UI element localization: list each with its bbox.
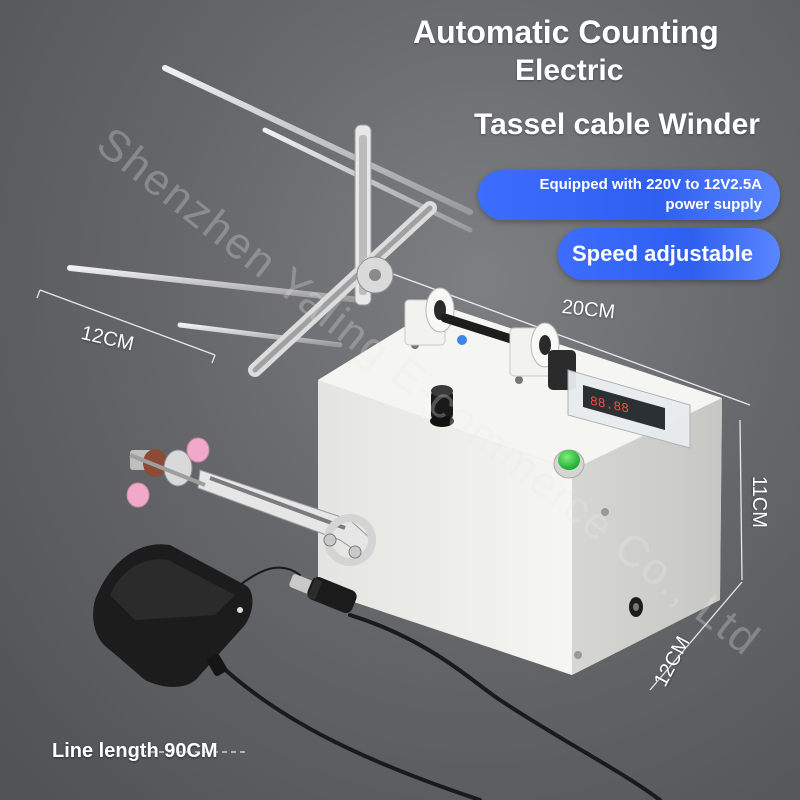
counter-display: 88.88 (567, 369, 691, 449)
power-supply-text-2: power supply (665, 196, 762, 213)
power-supply-badge: Equipped with 220V to 12V2.5A power supp… (478, 170, 780, 220)
title-line-1: Automatic Counting (413, 14, 719, 50)
title-line-3: Tassel cable Winder (474, 108, 760, 141)
line-length-label: Line length 90CM (52, 740, 218, 762)
title-line-2: Electric (515, 54, 624, 87)
tension-arm (126, 437, 376, 566)
dimension-height-label: 11CM (748, 476, 770, 528)
speed-knob[interactable] (430, 385, 454, 427)
power-cable (218, 566, 662, 800)
power-adapter (93, 544, 253, 687)
start-button[interactable] (553, 449, 585, 479)
rod-frame (248, 124, 437, 377)
dc-plug (289, 574, 357, 614)
bobbin-assembly (404, 287, 576, 390)
power-socket (629, 597, 643, 617)
speed-adjustable-text: Speed adjustable (572, 241, 753, 266)
speed-adjustable-badge: Speed adjustable (558, 228, 780, 280)
guide-rods (67, 65, 473, 348)
power-supply-text-1: Equipped with 220V to 12V2.5A (539, 176, 762, 193)
